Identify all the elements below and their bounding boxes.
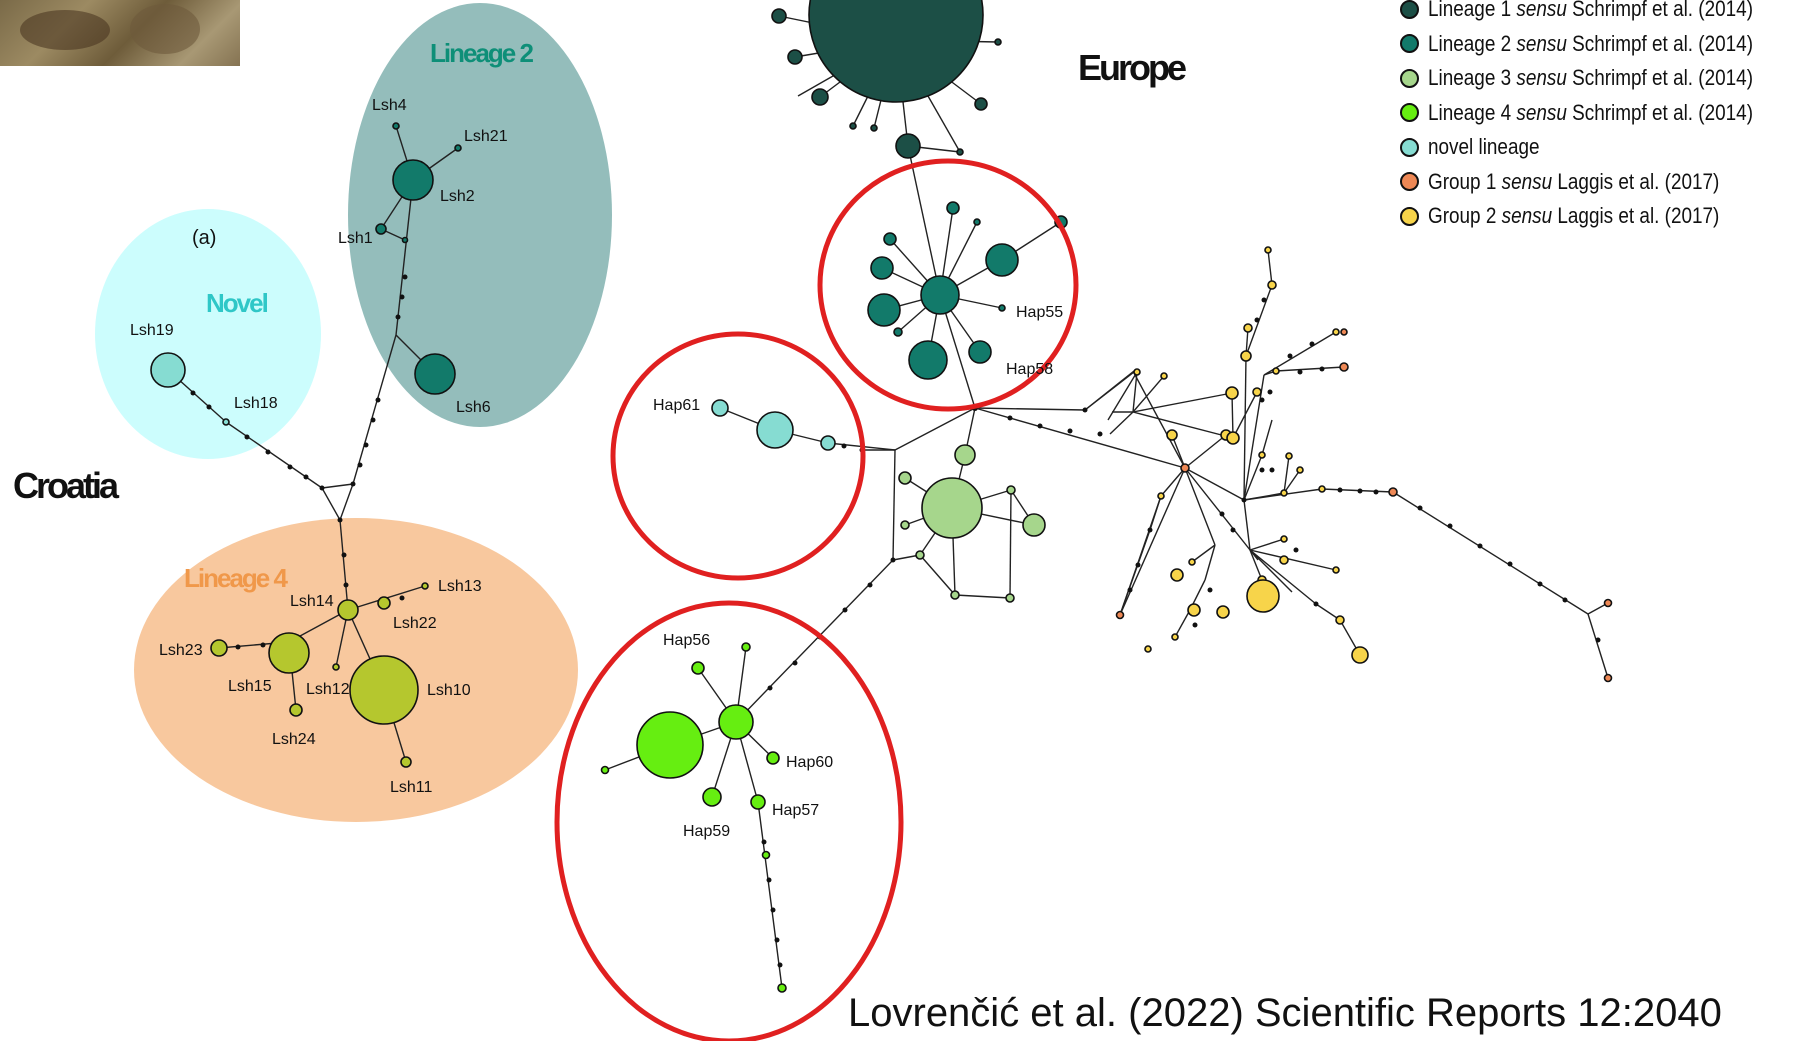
- label-lsh21: Lsh21: [464, 128, 508, 145]
- label-lsh2: Lsh2: [440, 188, 475, 205]
- label-lsh15: Lsh15: [228, 678, 272, 695]
- legend: Lineage 1 sensu Schrimpf et al. (2014) Li…: [1400, 0, 1800, 234]
- label-lsh19: Lsh19: [130, 322, 174, 339]
- label-lsh1: Lsh1: [338, 230, 373, 247]
- lineage2-cluster-area: [348, 3, 612, 427]
- legend-marker-icon: [1400, 68, 1419, 88]
- citation: Lovrenčić et al. (2022) Scientific Repor…: [848, 991, 1722, 1035]
- node-lsh23: [210, 639, 228, 657]
- node-lsh6: [414, 353, 456, 395]
- haplotype-labels: Lsh4 Lsh21 Lsh2 Lsh1 Lsh6 Lsh19 Lsh18 Ls…: [130, 97, 1063, 840]
- label-lsh14: Lsh14: [290, 593, 334, 610]
- node-lsh4: [392, 122, 400, 130]
- node-lsh15: [268, 632, 310, 674]
- node-lsh22: [377, 596, 391, 610]
- legend-marker-icon: [1400, 103, 1419, 123]
- node-hap61: [711, 399, 729, 417]
- legend-marker-icon: [1400, 34, 1419, 54]
- node-lsh18: [222, 418, 230, 426]
- node-hap56: [691, 661, 705, 675]
- node-lsh19: [150, 352, 186, 388]
- legend-item: Lineage 4 sensu Schrimpf et al. (2014): [1400, 96, 1800, 131]
- label-hap57: Hap57: [772, 802, 819, 819]
- label-hap59: Hap59: [683, 823, 730, 840]
- legend-item: Group 2 sensu Laggis et al. (2017): [1400, 199, 1800, 234]
- label-lsh12: Lsh12: [306, 681, 350, 698]
- legend-label: Lineage 3 sensu Schrimpf et al. (2014): [1428, 65, 1754, 91]
- node-hap60: [766, 751, 780, 765]
- label-lsh23: Lsh23: [159, 642, 203, 659]
- cluster-label-lineage4: Lineage 4: [184, 563, 288, 593]
- region-label-europe: Europe: [1078, 47, 1186, 88]
- label-lsh18: Lsh18: [234, 395, 278, 412]
- node-hap58: [968, 340, 992, 364]
- legend-item: Lineage 3 sensu Schrimpf et al. (2014): [1400, 61, 1800, 96]
- label-lsh24: Lsh24: [272, 731, 316, 748]
- legend-label: Lineage 2 sensu Schrimpf et al. (2014): [1428, 30, 1754, 56]
- region-label-croatia: Croatia: [13, 465, 120, 506]
- legend-item: Lineage 2 sensu Schrimpf et al. (2014): [1400, 27, 1800, 62]
- node-lsh24: [289, 703, 303, 717]
- legend-marker-icon: [1400, 137, 1419, 157]
- highlight-lineage4-europe: [554, 600, 904, 1041]
- node-hap57: [750, 794, 766, 810]
- legend-marker-icon: [1400, 172, 1419, 192]
- legend-label: Group 2 sensu Laggis et al. (2017): [1428, 203, 1720, 229]
- legend-marker-icon: [1400, 0, 1419, 19]
- highlight-lineage2-europe: [817, 158, 1079, 412]
- cluster-label-lineage2: Lineage 2: [430, 38, 533, 68]
- cluster-label-novel: Novel: [206, 288, 268, 318]
- node-lineage3-main: [921, 477, 983, 539]
- node-lsh14: [337, 599, 359, 621]
- label-lsh4: Lsh4: [372, 97, 407, 114]
- label-lsh11: Lsh11: [390, 779, 433, 796]
- label-lsh6: Lsh6: [456, 399, 491, 416]
- legend-label: novel lineage: [1428, 134, 1540, 160]
- legend-item: Lineage 1 sensu Schrimpf et al. (2014): [1400, 0, 1800, 27]
- label-lsh13: Lsh13: [438, 578, 482, 595]
- haplotype-nodes: [150, 0, 1613, 993]
- node-lsh2: [392, 159, 434, 201]
- legend-item: Group 1 sensu Laggis et al. (2017): [1400, 165, 1800, 200]
- novel-cluster-area: [95, 209, 321, 459]
- node-lsh1: [375, 223, 387, 235]
- node-lineage2-main: [920, 275, 960, 315]
- node-lineage4-main: [636, 711, 704, 779]
- highlight-novel-europe: [610, 331, 866, 581]
- panel-label: (a): [192, 227, 216, 249]
- legend-label: Lineage 4 sensu Schrimpf et al. (2014): [1428, 99, 1754, 125]
- node-lsh10: [349, 655, 419, 725]
- label-lsh22: Lsh22: [393, 615, 437, 632]
- label-hap60: Hap60: [786, 754, 833, 771]
- label-hap61: Hap61: [653, 397, 700, 414]
- legend-marker-icon: [1400, 206, 1419, 226]
- label-hap56: Hap56: [663, 632, 710, 649]
- label-hap58: Hap58: [1006, 361, 1053, 378]
- label-lsh10: Lsh10: [427, 682, 471, 699]
- node-hap59: [702, 787, 722, 807]
- node-lineage1-main: [808, 0, 984, 103]
- legend-label: Group 1 sensu Laggis et al. (2017): [1428, 168, 1720, 194]
- node-lsh13: [421, 582, 429, 590]
- node-lsh12: [332, 663, 340, 671]
- node-group2-main: [1246, 579, 1280, 613]
- highlight-rings: [554, 158, 1079, 1041]
- node-lsh11: [400, 756, 412, 768]
- legend-label: Lineage 1 sensu Schrimpf et al. (2014): [1428, 0, 1754, 22]
- legend-item: novel lineage: [1400, 130, 1800, 165]
- node-hap55: [998, 304, 1006, 312]
- crayfish-photo: [0, 0, 240, 66]
- node-lsh21: [454, 144, 462, 152]
- label-hap55: Hap55: [1016, 304, 1063, 321]
